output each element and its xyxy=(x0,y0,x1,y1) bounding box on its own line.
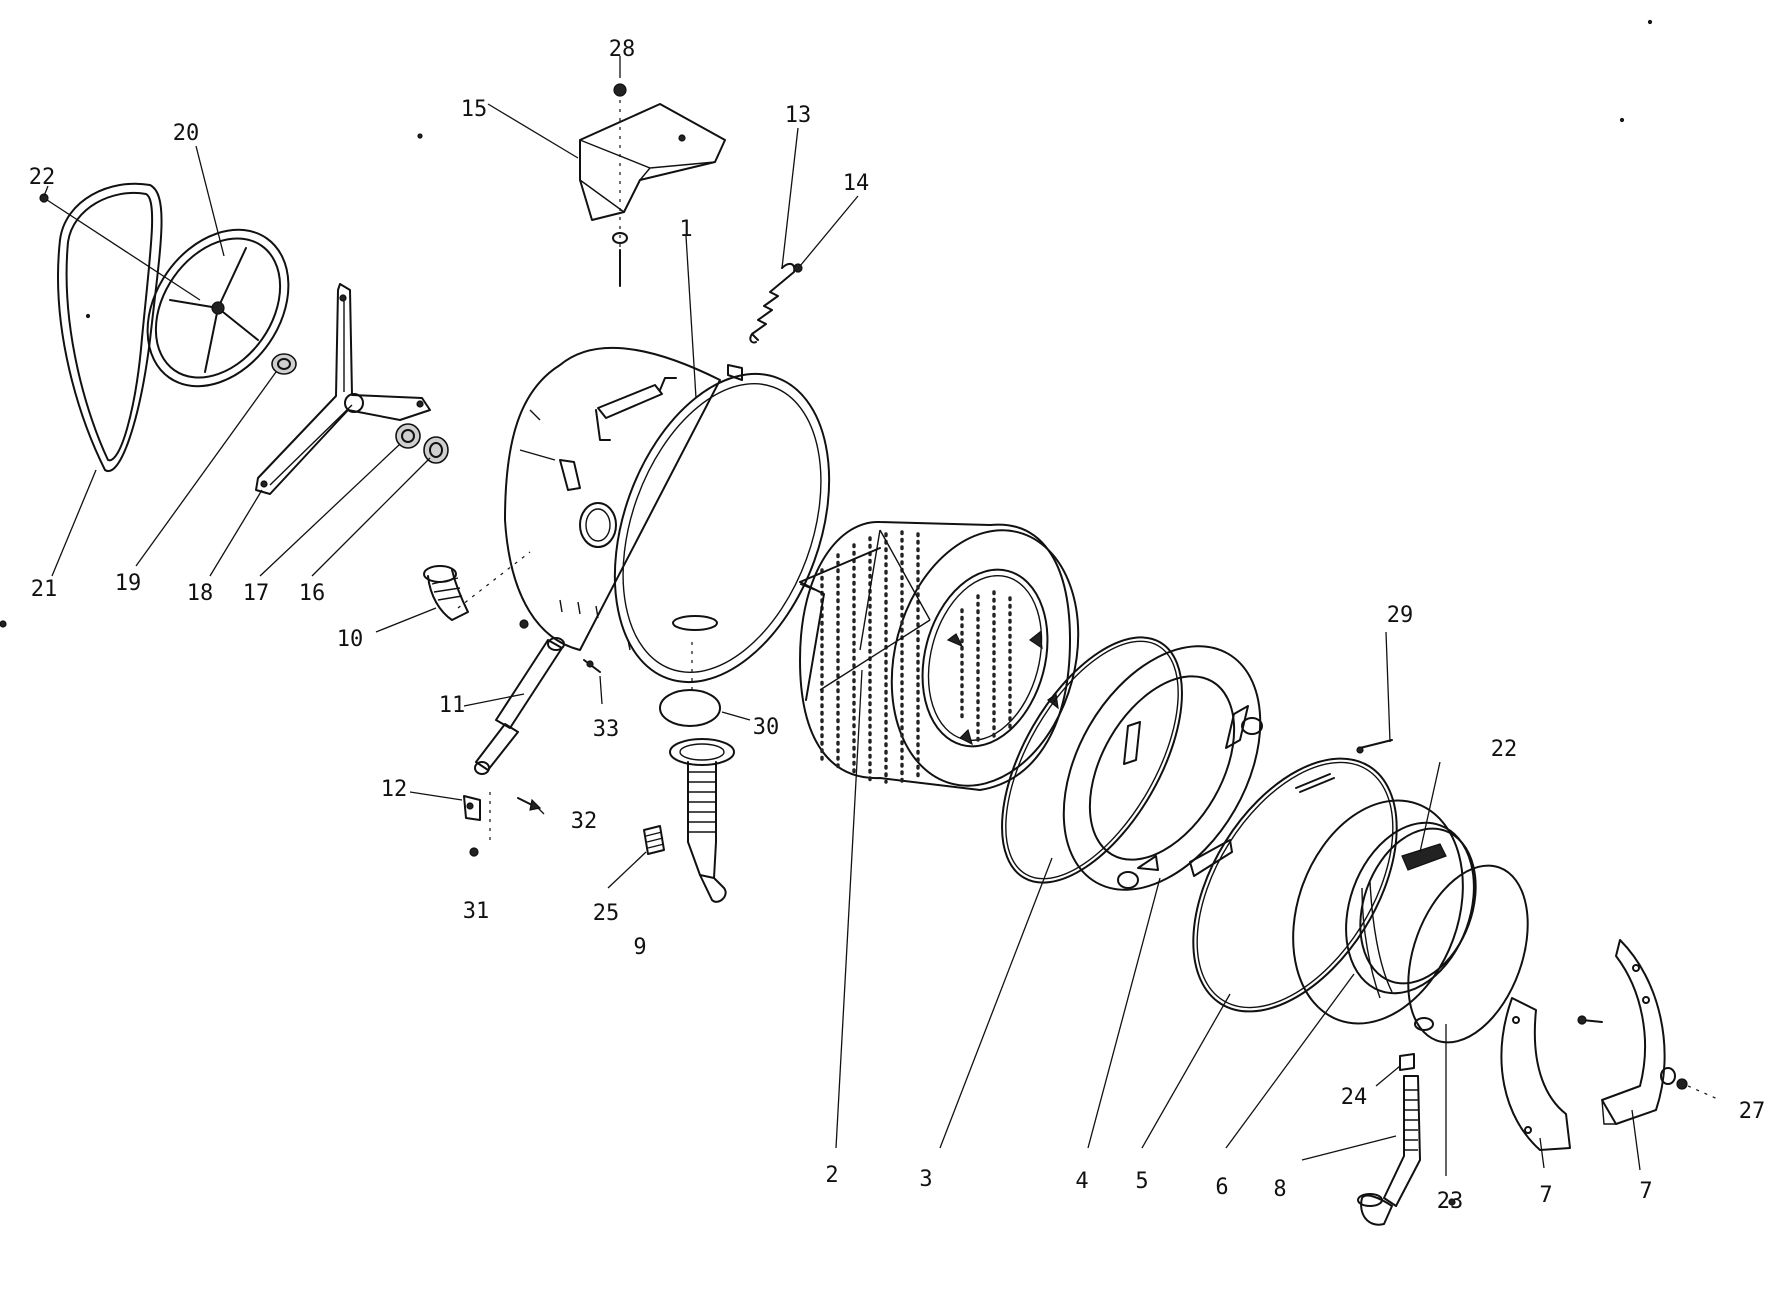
spring xyxy=(749,262,796,344)
callout-3: 3 xyxy=(919,1167,933,1192)
callout-15: 15 xyxy=(460,97,488,122)
hinge-bracket-a xyxy=(1500,997,1571,1151)
pin-33 xyxy=(583,659,601,673)
bolt-22 xyxy=(39,193,49,203)
hinge-bracket-b xyxy=(1601,939,1666,1125)
elbow-hose xyxy=(423,565,469,621)
drive-belt xyxy=(57,182,163,473)
callout-32: 32 xyxy=(570,809,598,834)
callout-31: 31 xyxy=(462,899,490,924)
callout-6: 6 xyxy=(1215,1175,1229,1200)
callout-10: 10 xyxy=(336,627,364,652)
callout-7-left: 7 xyxy=(1539,1183,1553,1208)
callout-33: 33 xyxy=(592,717,620,742)
bearing xyxy=(395,423,421,449)
counterweight xyxy=(579,103,726,221)
callout-29: 29 xyxy=(1386,603,1414,628)
door-boot xyxy=(1292,799,1477,1031)
counterweight-bolt xyxy=(612,232,628,287)
tub-seal-ring xyxy=(1001,636,1183,884)
seal xyxy=(423,436,449,464)
nut-31 xyxy=(469,847,479,857)
inlet-hose xyxy=(1357,1075,1421,1226)
callout-27: 27 xyxy=(1738,1099,1766,1124)
callout-7-right: 7 xyxy=(1639,1179,1653,1204)
callout-30: 30 xyxy=(752,715,780,740)
callout-13: 13 xyxy=(784,103,812,128)
screw-29 xyxy=(1356,739,1393,754)
callout-22-right: 22 xyxy=(1490,737,1518,762)
callout-24: 24 xyxy=(1340,1085,1368,1110)
inlet-cap xyxy=(1399,1053,1415,1071)
washer-27 xyxy=(1660,1067,1688,1090)
clamp-band xyxy=(1192,757,1398,1013)
pulley xyxy=(146,228,290,388)
callout-8: 8 xyxy=(1273,1177,1287,1202)
callout-4: 4 xyxy=(1075,1169,1089,1194)
callout-16: 16 xyxy=(298,581,326,606)
callout-28: 28 xyxy=(608,37,636,62)
spider-arm xyxy=(255,283,431,495)
outer-tub xyxy=(504,346,831,684)
drum-shaft xyxy=(799,583,816,591)
callout-11: 11 xyxy=(438,693,466,718)
callout-21: 21 xyxy=(30,577,58,602)
callout-9: 9 xyxy=(633,935,647,960)
scan-specks xyxy=(0,19,1653,1206)
callout-12: 12 xyxy=(380,777,408,802)
screw-32 xyxy=(517,797,542,811)
door-ring xyxy=(1407,864,1529,1044)
callout-14: 14 xyxy=(842,171,870,196)
shock-absorber xyxy=(474,619,565,775)
callout-23: 23 xyxy=(1436,1189,1464,1214)
drain-gasket xyxy=(659,689,721,727)
callout-22-top: 22 xyxy=(28,165,56,190)
front-flange xyxy=(1062,645,1263,891)
bushing xyxy=(271,353,297,375)
washer-28 xyxy=(613,83,627,97)
drain-filter xyxy=(643,825,665,855)
callout-17: 17 xyxy=(242,581,270,606)
drain-hose xyxy=(669,738,735,903)
inner-drum xyxy=(799,520,1080,791)
callout-1: 1 xyxy=(679,217,693,242)
callout-5: 5 xyxy=(1135,1169,1149,1194)
leader-lines xyxy=(43,56,1721,1176)
bracket xyxy=(463,795,481,821)
callout-2: 2 xyxy=(825,1163,839,1188)
callout-25: 25 xyxy=(592,901,620,926)
pulley-bolt-line xyxy=(43,197,201,301)
elbow-axis xyxy=(457,551,531,609)
hinge-screw xyxy=(1577,1015,1603,1025)
callout-18: 18 xyxy=(186,581,214,606)
callout-19: 19 xyxy=(114,571,142,596)
callout-20: 20 xyxy=(172,121,200,146)
